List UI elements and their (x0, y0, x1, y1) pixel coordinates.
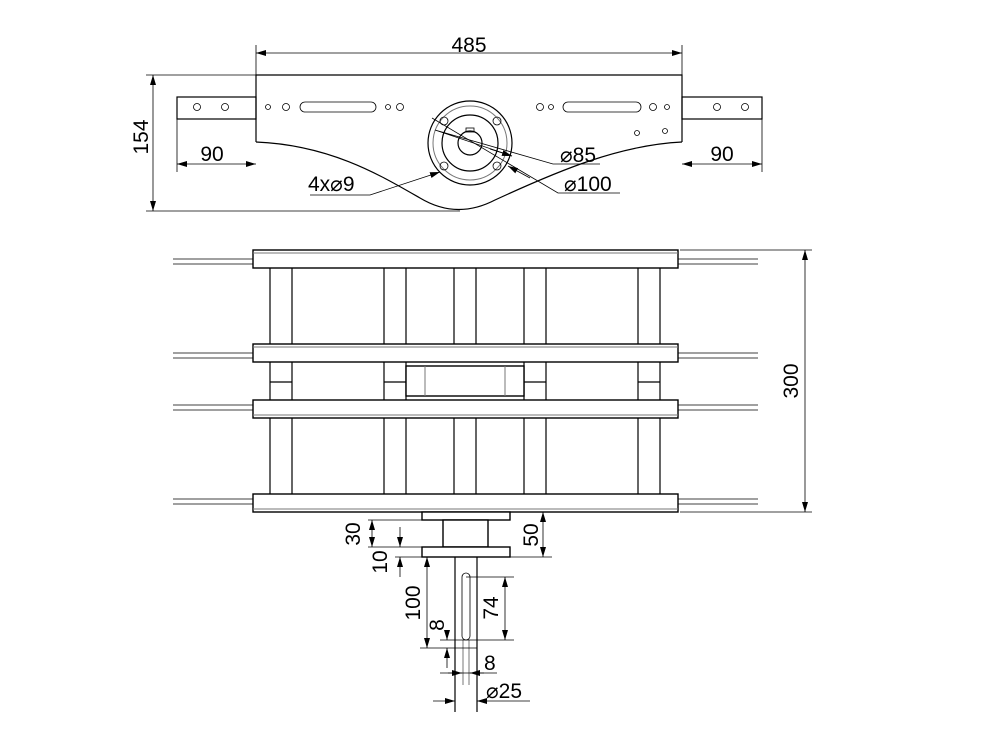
top-view-dimensions: 485 154 90 90 4x⌀9 ⌀85 ⌀100 (130, 34, 763, 212)
dim-left-bracket: 90 (200, 143, 223, 166)
label-bolt-holes: 4x⌀9 (308, 173, 355, 196)
dim-height: 154 (130, 119, 153, 154)
front-view-dimensions: 300 30 10 50 100 74 8 8 ⌀25 (342, 249, 812, 704)
center-gearbox (405, 365, 525, 397)
right-bracket (681, 96, 763, 120)
vertical-posts (269, 268, 661, 494)
front-view-frame (173, 249, 758, 712)
mounting-holes (193, 101, 749, 136)
dim-hub-total: 50 (520, 523, 543, 546)
hub-and-shaft (421, 511, 511, 712)
dim-right-bracket: 90 (710, 143, 733, 166)
dim-flange: 10 (369, 550, 392, 573)
keyway (461, 572, 471, 641)
label-outer-diameter: ⌀100 (564, 173, 612, 196)
rail-2 (252, 343, 679, 363)
dim-keyway-width: 8 (484, 652, 496, 675)
label-inner-diameter: ⌀85 (560, 144, 596, 167)
dim-shaft-diameter: ⌀25 (486, 680, 522, 703)
left-bracket (176, 96, 257, 120)
flange (427, 100, 513, 186)
dim-keyway-offset: 8 (426, 619, 449, 631)
shaft-bore (457, 130, 483, 156)
dim-shaft-length: 100 (402, 585, 425, 620)
dim-keyway-length: 74 (480, 596, 503, 620)
rail-3 (252, 399, 679, 419)
top-view-plate (176, 74, 763, 211)
rails (173, 249, 758, 513)
dim-hub-body: 30 (342, 522, 365, 545)
rail-1 (252, 249, 679, 269)
dim-width: 485 (451, 34, 486, 57)
dim-frame-height: 300 (780, 363, 803, 398)
